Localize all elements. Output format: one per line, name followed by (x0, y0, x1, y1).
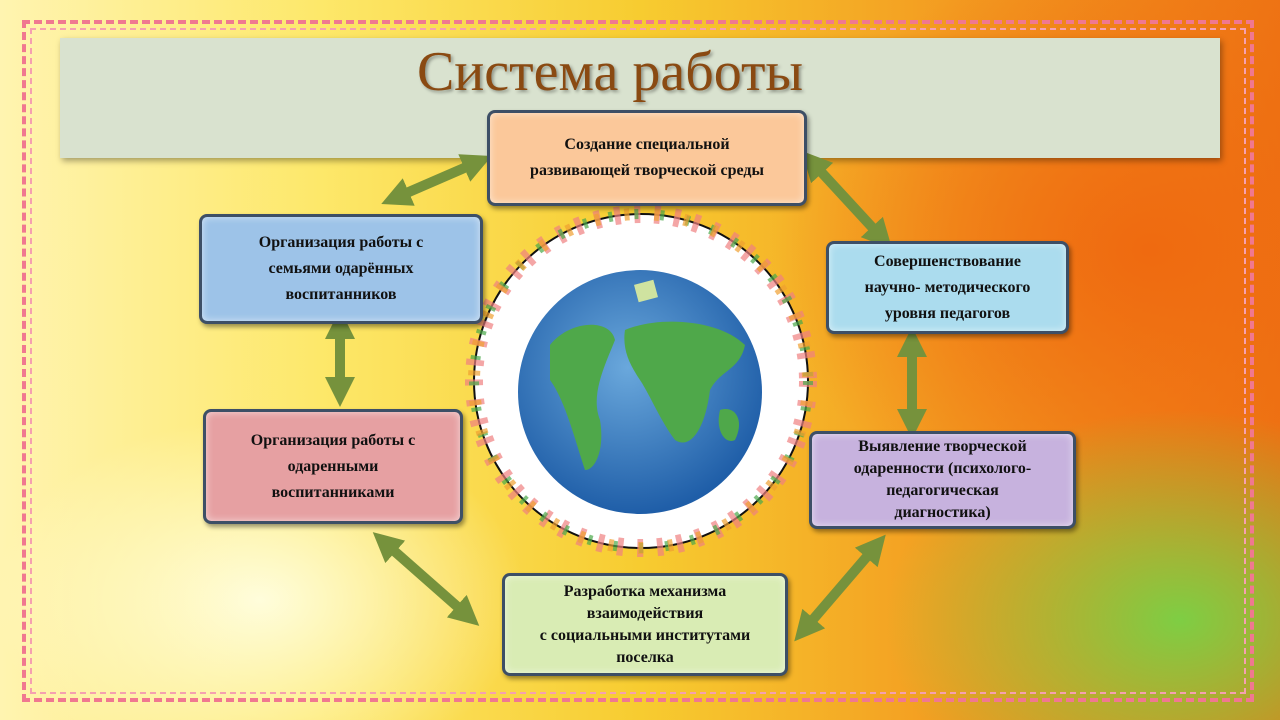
globe-image (465, 205, 817, 557)
arrow-top-left (381, 154, 492, 206)
box-work-with-gifted: Организация работы с одаренными воспитан… (203, 409, 463, 524)
arrow-top-right (801, 150, 893, 250)
dashed-border-inner (30, 28, 1246, 694)
dashed-border (22, 20, 1254, 702)
arrows (325, 150, 927, 642)
box-giftedness-diagnostics: Выявление творческой одаренности (психол… (809, 431, 1076, 529)
box-social-institutions: Разработка механизма взаимодействия с со… (502, 573, 788, 676)
box-work-with-families: Организация работы с семьями одарённых в… (199, 214, 483, 324)
arrow-bottom-right (794, 534, 886, 642)
slide-title: Система работы (416, 41, 804, 103)
box-teacher-improvement: Совершенствование научно- методического … (826, 241, 1069, 334)
arrow-bottom-left (372, 532, 480, 626)
box-creative-environment: Создание специальной развивающей творчес… (487, 110, 807, 206)
